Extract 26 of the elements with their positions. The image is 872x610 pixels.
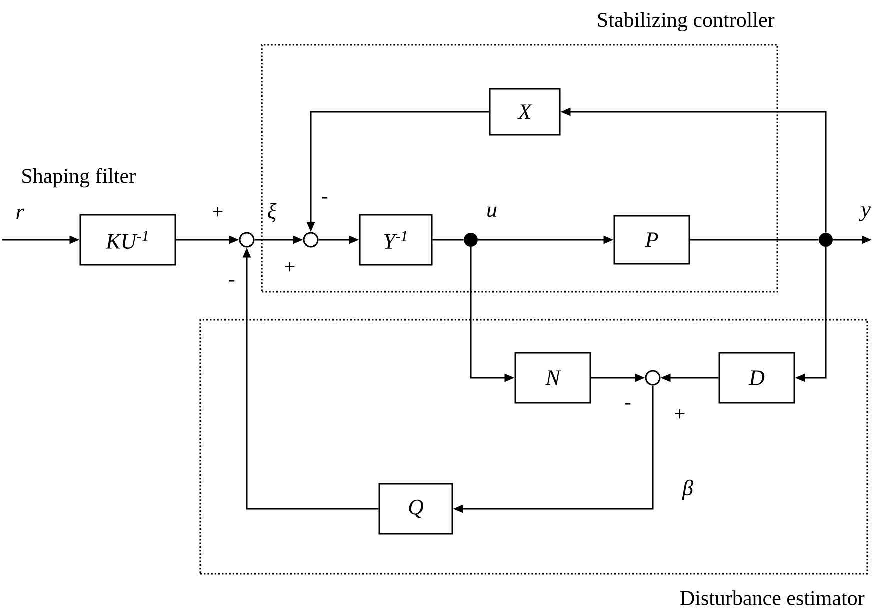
group-heading: Disturbance estimator [680,590,865,606]
sign-label: + [285,262,295,272]
signal-label: y [859,206,872,222]
summing-junction [645,370,661,386]
block-box: Q [378,483,454,535]
summing-junction [239,232,255,248]
sign-label: + [213,207,223,217]
block-box: Y$^{-1}$ [359,214,433,266]
sign-label: - [625,403,631,405]
block-box: KU$^{-1}$ [80,214,176,266]
block-box: P [614,215,690,265]
signal-label: u [486,206,498,218]
group-heading: Stabilizing controller [598,12,775,32]
block-box: N [514,352,592,404]
block-box: X [489,88,561,136]
signal-label: β [682,478,694,502]
branch-point [819,233,833,247]
sign-label: - [229,280,235,282]
block-caption: Shaping filter [22,168,136,188]
signal-label: r [14,208,26,220]
signal-label: ξ [266,202,278,224]
branch-point [464,233,478,247]
sign-label: - [322,197,328,199]
block-box: D [718,352,796,404]
sign-label: + [675,409,685,419]
summing-junction [303,232,319,248]
